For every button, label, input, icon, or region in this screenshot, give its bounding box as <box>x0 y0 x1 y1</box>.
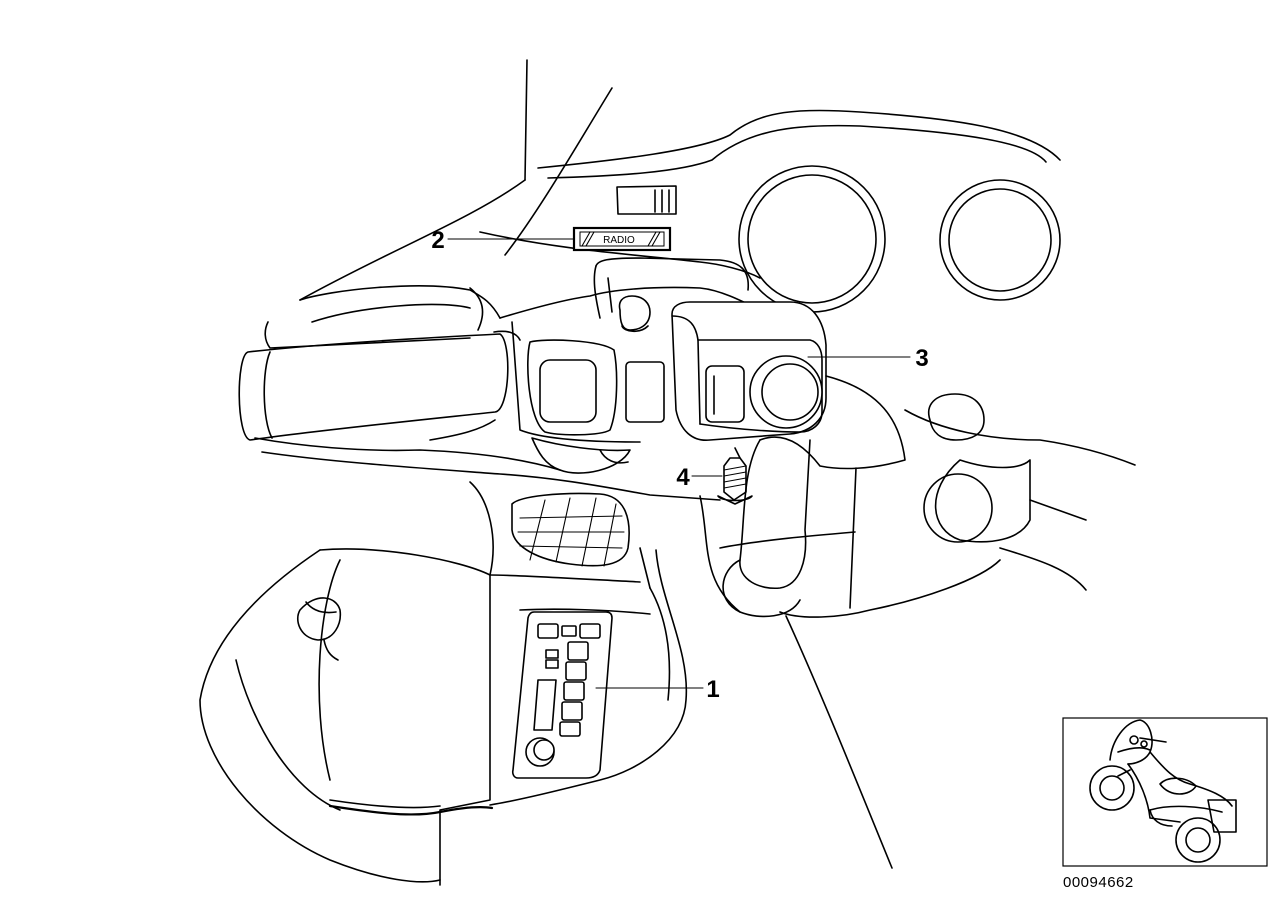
callout-2: 2 <box>431 227 575 254</box>
fairing-outline <box>254 59 1061 501</box>
callout-number-3: 3 <box>915 345 928 372</box>
callout-4: 4 <box>676 464 723 491</box>
radio-control-switch <box>671 301 827 441</box>
gauge-right <box>939 179 1061 301</box>
gauge-left <box>738 165 886 313</box>
radio-unit <box>511 611 613 779</box>
dash-switch <box>616 185 677 215</box>
motorcycle-inset <box>1062 717 1268 867</box>
motorcycle-thumbnail-icon <box>1089 719 1237 863</box>
radio-badge: RADIO <box>572 226 672 252</box>
callout-3: 3 <box>807 345 929 372</box>
lower-fairing <box>199 481 688 886</box>
reference-number: 00094662 <box>1063 874 1134 891</box>
switch-housing-left <box>499 257 761 474</box>
handlebar-grip <box>238 321 521 441</box>
radio-badge-text: RADIO <box>603 235 635 246</box>
callout-number-1: 1 <box>706 676 719 703</box>
callout-number-4: 4 <box>676 464 690 491</box>
callout-1: 1 <box>595 676 720 703</box>
callout-number-2: 2 <box>431 227 444 254</box>
vent-grille <box>511 492 630 567</box>
screw <box>717 447 753 505</box>
